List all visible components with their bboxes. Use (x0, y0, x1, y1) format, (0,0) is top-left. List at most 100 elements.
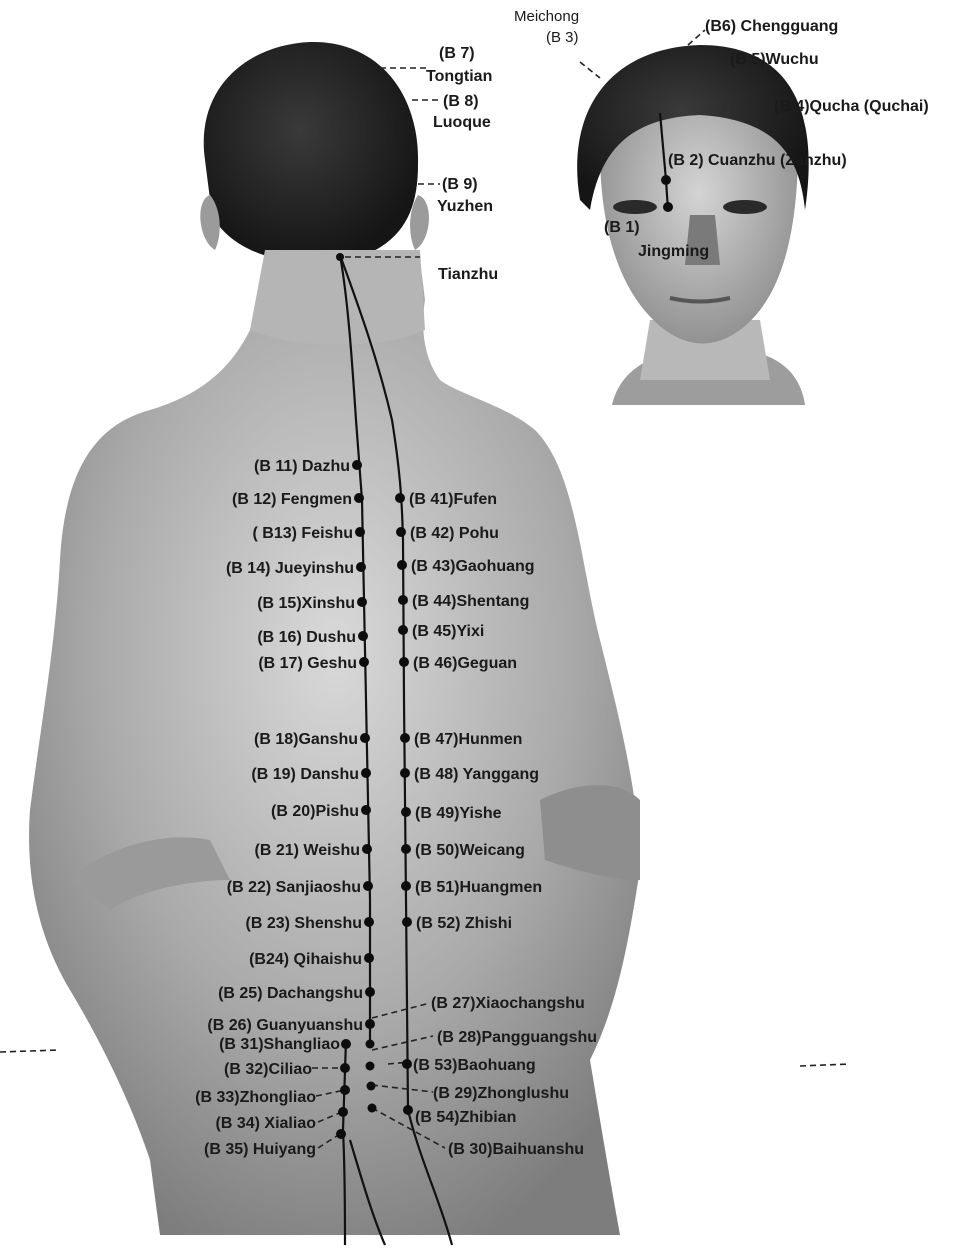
head-hair (204, 42, 418, 263)
point-b13 (355, 527, 365, 537)
point-b11 (352, 460, 362, 470)
point-b12 (354, 493, 364, 503)
point-b51 (401, 881, 411, 891)
label-b1-name: Jingming (638, 243, 709, 260)
label-b3-name: Meichong (514, 8, 579, 25)
right-eye (723, 200, 767, 214)
label-b27: (B 27)Xiaochangshu (431, 995, 585, 1012)
point-b16 (358, 631, 368, 641)
point-b25 (365, 987, 375, 997)
label-b30: (B 30)Baihuanshu (448, 1141, 584, 1158)
label-b8-name: Luoque (433, 114, 491, 131)
point-b30 (368, 1104, 377, 1113)
label-b46: (B 46)Geguan (413, 655, 517, 672)
point-b50 (401, 844, 411, 854)
label-b47: (B 47)Hunmen (414, 731, 522, 748)
point-b19 (361, 768, 371, 778)
point-b46 (399, 657, 409, 667)
label-b1-code: (B 1) (604, 219, 640, 236)
label-b24: (B24) Qihaishu (249, 951, 362, 968)
point-b23 (364, 917, 374, 927)
label-b4: (B 4)Qucha (Quchai) (774, 98, 929, 115)
label-b54: (B 54)Zhibian (415, 1109, 516, 1126)
label-b52: (B 52) Zhishi (416, 915, 512, 932)
point-b52 (402, 917, 412, 927)
label-b33: (B 33)Zhongliao (195, 1089, 316, 1106)
label-b10-name: Tianzhu (438, 266, 498, 283)
label-b51: (B 51)Huangmen (415, 879, 542, 896)
label-b21: (B 21) Weishu (255, 842, 361, 859)
scan-edge-left (0, 1050, 60, 1052)
point-b32 (340, 1063, 350, 1073)
point-b2 (661, 175, 671, 185)
point-b14 (356, 562, 366, 572)
label-b41: (B 41)Fufen (409, 491, 497, 508)
point-b54 (403, 1105, 413, 1115)
label-b11: (B 11) Dazhu (254, 458, 350, 475)
label-b6: (B6) Chengguang (705, 18, 838, 35)
label-b8-code: (B 8) (443, 93, 479, 110)
label-b23: (B 23) Shenshu (246, 915, 362, 932)
leader-b3 (580, 62, 600, 78)
point-b20 (361, 805, 371, 815)
point-b29 (367, 1082, 376, 1091)
head-labels: (B 7) Tongtian (B 8) Luoque (B 9) Yuzhen… (426, 45, 498, 283)
label-b49: (B 49)Yishe (415, 805, 502, 822)
leader-b6 (688, 30, 705, 45)
label-b31: (B 31)Shangliao (219, 1036, 340, 1053)
label-b44: (B 44)Shentang (412, 593, 529, 610)
point-b48 (400, 768, 410, 778)
label-b7-code: (B 7) (439, 45, 475, 62)
scan-edge-right (800, 1064, 850, 1066)
label-b28: (B 28)Pangguangshu (437, 1029, 597, 1046)
label-b19: (B 19) Danshu (251, 766, 359, 783)
point-b17 (359, 657, 369, 667)
label-b26: (B 26) Guanyuanshu (207, 1017, 363, 1034)
label-b20: (B 20)Pishu (271, 803, 359, 820)
point-b42 (396, 527, 406, 537)
label-b14: (B 14) Jueyinshu (226, 560, 354, 577)
label-b9-name: Yuzhen (437, 198, 493, 215)
label-b34: (B 34) Xialiao (216, 1115, 317, 1132)
label-b12: (B 12) Fengmen (232, 491, 352, 508)
label-b29: (B 29)Zhonglushu (433, 1085, 569, 1102)
label-b22: (B 22) Sanjiaoshu (227, 879, 361, 896)
point-b21 (362, 844, 372, 854)
point-b53 (402, 1059, 412, 1069)
point-b47 (400, 733, 410, 743)
point-b34 (338, 1107, 348, 1117)
label-b3-code: (B 3) (546, 29, 579, 46)
label-b17: (B 17) Geshu (258, 655, 357, 672)
point-b44 (398, 595, 408, 605)
label-b48: (B 48) Yanggang (414, 766, 539, 783)
neck (250, 250, 425, 345)
point-b27 (366, 1040, 375, 1049)
label-b45: (B 45)Yixi (412, 623, 484, 640)
label-b53: (B 53)Baohuang (413, 1057, 536, 1074)
label-b15: (B 15)Xinshu (257, 595, 355, 612)
point-b1 (663, 202, 673, 212)
point-b41 (395, 493, 405, 503)
label-b50: (B 50)Weicang (415, 842, 525, 859)
label-b42: (B 42) Pohu (410, 525, 499, 542)
point-b43 (397, 560, 407, 570)
point-b35 (336, 1129, 346, 1139)
point-b26 (365, 1019, 375, 1029)
point-b31 (341, 1039, 351, 1049)
point-b45 (398, 625, 408, 635)
point-b15 (357, 597, 367, 607)
label-b7-name: Tongtian (426, 68, 492, 85)
label-b35: (B 35) Huiyang (204, 1141, 316, 1158)
label-b2: (B 2) Cuanzhu (Zanzhu) (668, 152, 847, 169)
label-b18: (B 18)Ganshu (254, 731, 358, 748)
left-eye (613, 200, 657, 214)
label-b16: (B 16) Dushu (257, 629, 356, 646)
point-b24 (364, 953, 374, 963)
point-b10 (336, 253, 344, 261)
point-b33 (340, 1085, 350, 1095)
point-b28 (366, 1062, 375, 1071)
point-b22 (363, 881, 373, 891)
label-b43: (B 43)Gaohuang (411, 558, 535, 575)
label-b25: (B 25) Dachangshu (218, 985, 363, 1002)
